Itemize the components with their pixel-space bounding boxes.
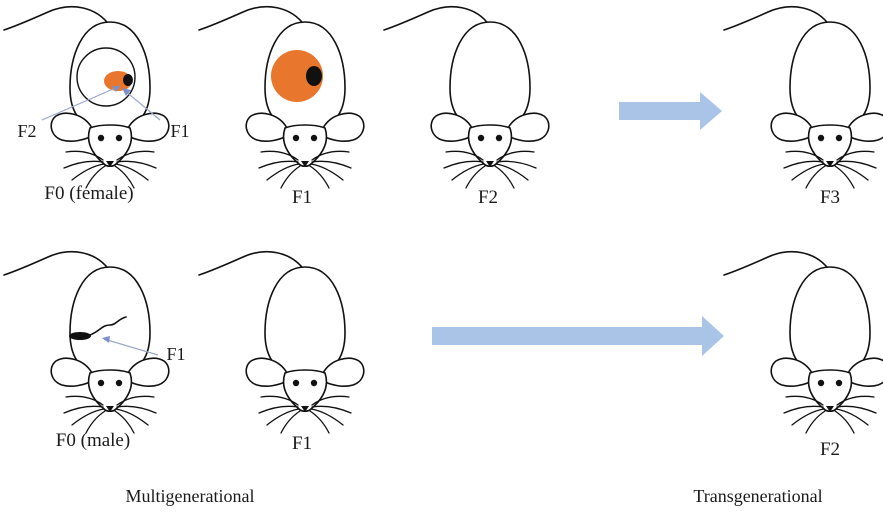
- mouse-f2-row2: [724, 252, 883, 433]
- germ-cell-large: [306, 66, 322, 86]
- arrow-row1: [619, 92, 722, 130]
- pointer-label-f1-sperm: F1: [166, 344, 185, 364]
- mouse-f3-row1: [724, 7, 883, 188]
- footer-transgenerational: Transgenerational: [693, 486, 822, 506]
- footer-multigenerational: Multigenerational: [126, 486, 255, 506]
- mouse-f0-male: [4, 252, 169, 433]
- germ-cell-small: [123, 74, 133, 86]
- label-f0-male: F0 (male): [56, 430, 130, 451]
- label-f1-row1: F1: [292, 187, 312, 208]
- label-f2-row2: F2: [820, 439, 840, 460]
- label-f2-row1: F2: [478, 187, 498, 208]
- pointer-label-f2: F2: [17, 121, 36, 141]
- mouse-f0-female: [4, 7, 169, 188]
- label-f0-female: F0 (female): [44, 183, 133, 204]
- mouse-f1-row2: [199, 252, 364, 433]
- label-f3-row1: F3: [820, 187, 840, 208]
- pointer-label-f1: F1: [170, 121, 189, 141]
- sperm-head: [69, 332, 91, 340]
- mouse-f1-row1: [199, 7, 364, 188]
- label-f1-row2: F1: [292, 433, 312, 454]
- arrow-row2: [432, 316, 724, 356]
- mouse-f2-row1: [384, 7, 549, 188]
